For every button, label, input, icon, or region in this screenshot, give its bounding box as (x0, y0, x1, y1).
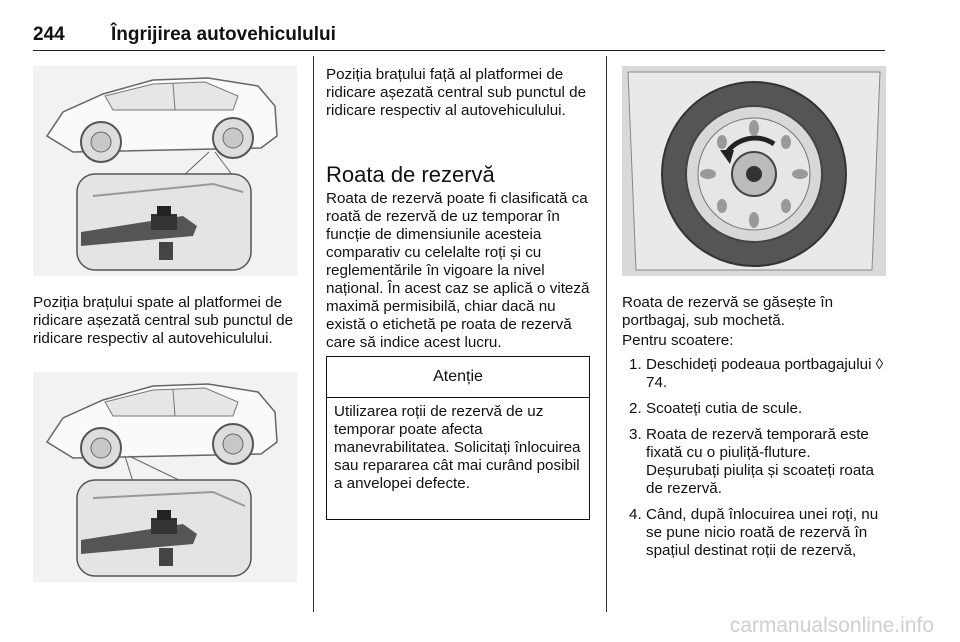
warning-title: Atenție (327, 357, 589, 398)
removal-steps: 1.Deschideți podeaua portbagajului ◊ 74.… (622, 356, 888, 568)
column-divider-2 (606, 56, 607, 612)
warning-text: Utilizarea roții de rezervă de uz tempor… (334, 403, 581, 492)
rear-lift-illustration (33, 66, 297, 276)
watermark: carmanualsonline.info (729, 614, 934, 637)
page-number: 244 (33, 24, 65, 45)
list-item: 4.Când, după înlocuirea unei roți, nu se… (629, 506, 879, 559)
warning-box: Atenție Utilizarea roții de rezervă de u… (326, 356, 590, 520)
spare-wheel-location: Roata de rezervă se găsește în portbagaj… (622, 294, 834, 329)
removal-intro: Pentru scoatere: (622, 332, 734, 349)
page-header: 244 Îngrijirea autovehiculului (33, 20, 885, 51)
list-item: 2.Scoateți cutia de scule. (629, 400, 803, 417)
list-item: 3.Roata de rezervă temporară este fixată… (629, 426, 874, 497)
spare-wheel-illustration (622, 66, 886, 276)
caption-front-lift: Poziția brațului față al platformei de r… (326, 66, 587, 119)
list-item: 1.Deschideți podeaua portbagajului ◊ 74. (629, 356, 884, 391)
page-title: Îngrijirea autovehiculului (111, 24, 336, 45)
front-lift-illustration (33, 372, 297, 582)
spare-wheel-paragraph: Roata de rezervă poate fi clasificată ca… (326, 190, 590, 351)
column-divider-1 (313, 56, 314, 612)
caption-rear-lift: Poziția brațului spate al platformei de … (33, 294, 294, 347)
section-title-spare-wheel: Roata de rezervă (326, 162, 495, 187)
